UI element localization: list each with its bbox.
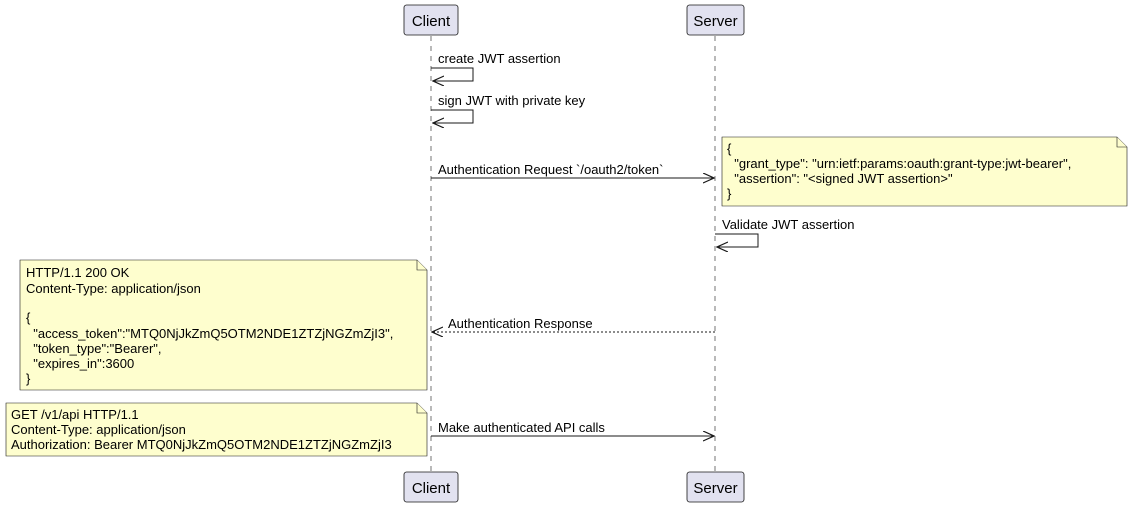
message-sign-jwt-label: sign JWT with private key [438, 93, 586, 108]
note-response-line-4: "access_token":"MTQ0NjJkZmQ5OTM2NDE1ZTZj… [26, 326, 393, 341]
note-request-line-2: "assertion": "<signed JWT assertion>" [727, 171, 953, 186]
participant-client-label: Client [412, 13, 451, 30]
message-create-jwt-label: create JWT assertion [438, 51, 561, 66]
message-api-calls-label: Make authenticated API calls [438, 420, 605, 435]
note-response-line-0: HTTP/1.1 200 OK [26, 265, 130, 280]
note-response-line-1: Content-Type: application/json [26, 281, 201, 296]
message-auth-request-label: Authentication Request `/oauth2/token` [438, 162, 663, 177]
message-sign-jwt-arrow [431, 109, 474, 123]
participant-server-top: Server [686, 4, 745, 36]
note-response-line-3: { [26, 310, 31, 325]
participant-server-bottom: Server [686, 471, 745, 503]
participant-server-label-bottom: Server [693, 480, 737, 497]
note-api-line-1: Content-Type: application/json [11, 422, 186, 437]
message-validate-jwt-arrow [715, 233, 759, 247]
message-create-jwt: create JWT assertion [431, 51, 561, 81]
message-auth-response-label: Authentication Response [448, 316, 593, 331]
note-request-line-0: { [727, 141, 732, 156]
message-create-jwt-arrow [431, 67, 474, 81]
note-request-line-3: } [727, 186, 732, 201]
message-validate-jwt: Validate JWT assertion [715, 217, 854, 247]
message-validate-jwt-label: Validate JWT assertion [722, 217, 854, 232]
participant-server-label: Server [693, 13, 737, 30]
note-request-line-1: "grant_type": "urn:ietf:params:oauth:gra… [727, 156, 1071, 171]
message-api-calls: Make authenticated API calls [431, 420, 714, 436]
message-sign-jwt: sign JWT with private key [431, 93, 586, 123]
note-response-line-5: "token_type":"Bearer", [26, 341, 162, 356]
note-request-body: { "grant_type": "urn:ietf:params:oauth:g… [721, 136, 1128, 207]
note-api-line-0: GET /v1/api HTTP/1.1 [11, 407, 139, 422]
message-auth-request: Authentication Request `/oauth2/token` [431, 162, 714, 178]
participant-client-bottom: Client [403, 471, 459, 503]
note-response-line-7: } [26, 371, 31, 386]
note-api-line-2: Authorization: Bearer MTQ0NjJkZmQ5OTM2ND… [11, 437, 392, 452]
message-auth-response: Authentication Response [432, 316, 715, 332]
note-response-body: HTTP/1.1 200 OK Content-Type: applicatio… [19, 259, 428, 391]
note-response-line-6: "expires_in":3600 [26, 356, 134, 371]
note-api-request: GET /v1/api HTTP/1.1 Content-Type: appli… [5, 402, 428, 457]
participant-client-label-bottom: Client [412, 480, 451, 497]
participant-client-top: Client [403, 4, 459, 36]
